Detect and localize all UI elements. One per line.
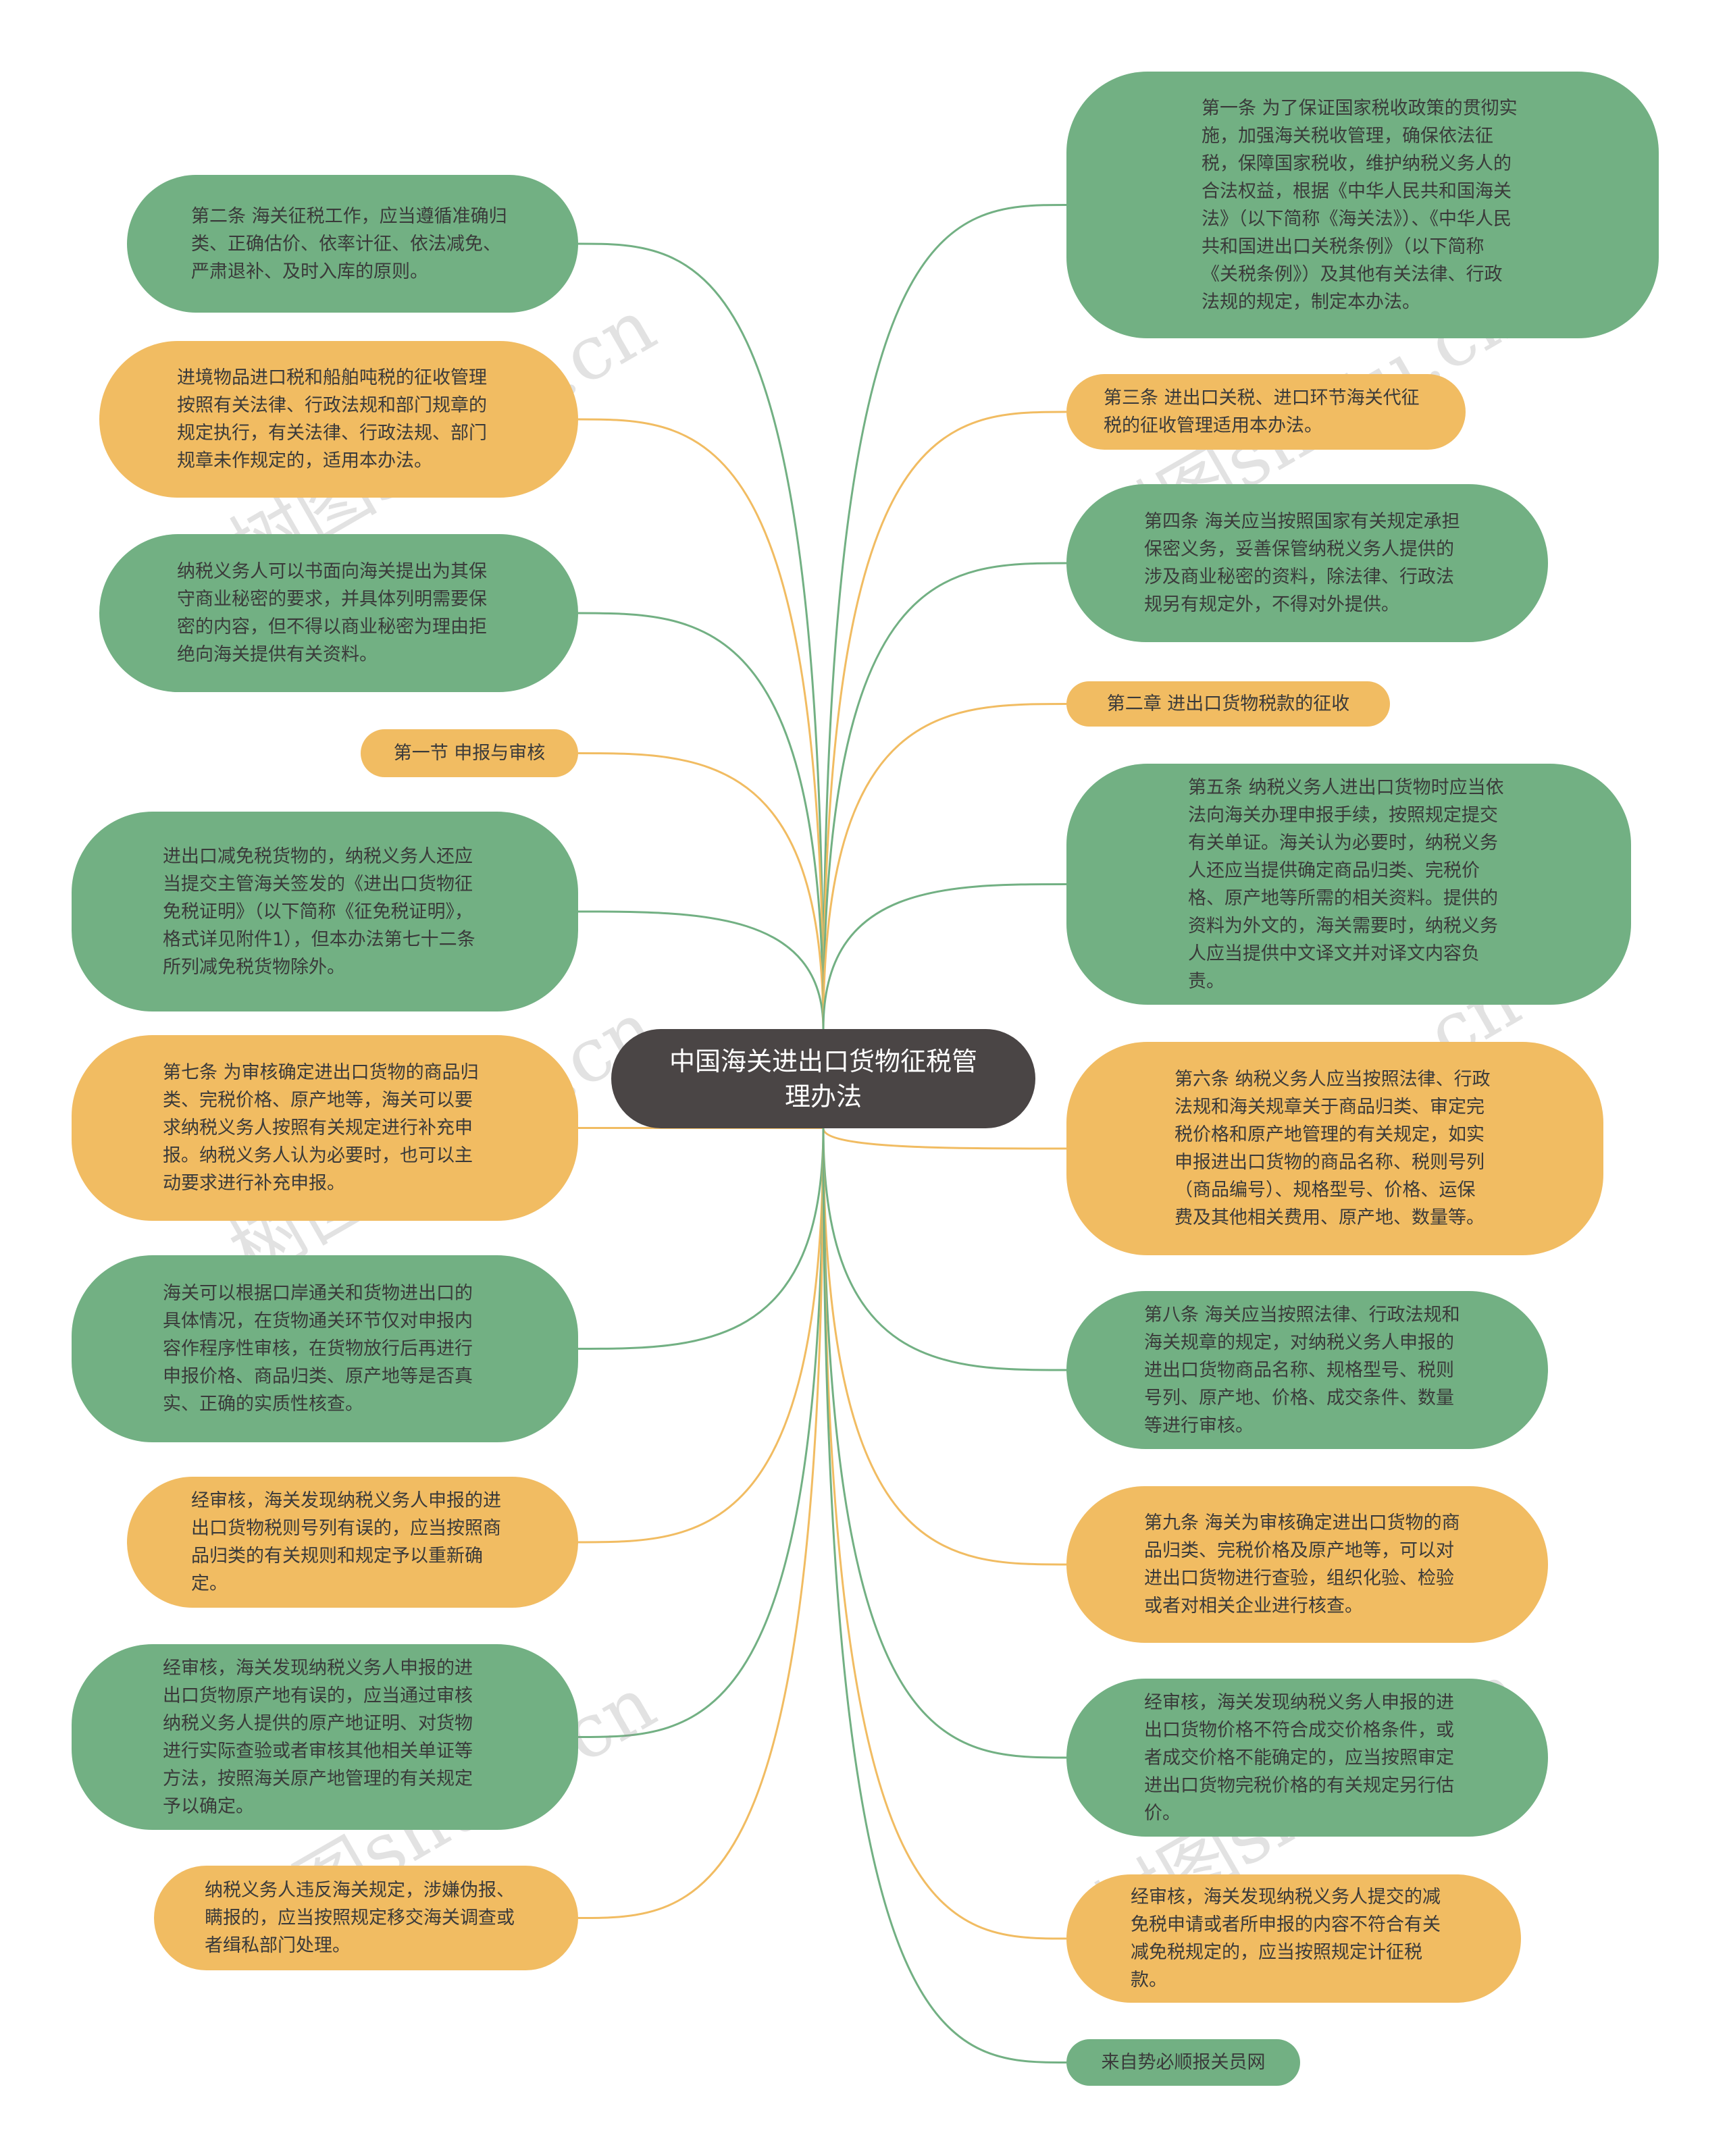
node-text: 第二条 海关征税工作，应当遵循准确归类、正确估价、依率计征、依法减免、严肃退补、… <box>191 205 507 282</box>
connector-line <box>577 242 825 1030</box>
node-text: 海关可以根据口岸通关和货物进出口的具体情况，在货物通关环节仅对申报内容作程序性审… <box>163 1283 473 1415</box>
mindmap-node[interactable]: 第三条 进出口关税、进口环节海关代征税的征收管理适用本办法。 <box>1066 374 1466 450</box>
node-text: 第二章 进出口货物税款的征收 <box>1106 693 1350 714</box>
node-text: 纳税义务人可以书面向海关提出为其保守商业秘密的要求，并具体列明需要保密的内容，但… <box>177 561 487 665</box>
node-text: 第四条 海关应当按照国家有关规定承担保密义务，妥善保管纳税义务人提供的涉及商业秘… <box>1144 511 1460 615</box>
connector-line <box>822 562 1067 1030</box>
mindmap-node[interactable]: 第一节 申报与审核 <box>361 729 578 777</box>
mindmap-node[interactable]: 第二条 海关征税工作，应当遵循准确归类、正确估价、依率计征、依法减免、严肃退补、… <box>127 175 578 313</box>
connector-line <box>577 612 825 1030</box>
connector-line <box>822 1128 1067 2063</box>
connector-line <box>577 752 825 1030</box>
mindmap-node[interactable]: 第七条 为审核确定进出口货物的商品归类、完税价格、原产地等，海关可以要求纳税义务… <box>72 1035 578 1221</box>
mindmap-node[interactable]: 纳税义务人可以书面向海关提出为其保守商业秘密的要求，并具体列明需要保密的内容，但… <box>99 534 578 692</box>
mindmap-node[interactable]: 第八条 海关应当按照法律、行政法规和海关规章的规定，对纳税义务人申报的进出口货物… <box>1066 1291 1548 1449</box>
mindmap-node[interactable]: 经审核，海关发现纳税义务人申报的进出口货物税则号列有误的，应当按照商品归类的有关… <box>127 1477 578 1608</box>
node-text: 第三条 进出口关税、进口环节海关代征税的征收管理适用本办法。 <box>1104 388 1420 436</box>
mindmap-node[interactable]: 经审核，海关发现纳税义务人申报的进出口货物价格不符合成交价格条件，或者成交价格不… <box>1066 1679 1548 1837</box>
connector-line <box>822 1128 1067 1371</box>
node-text: 经审核，海关发现纳税义务人申报的进出口货物税则号列有误的，应当按照商品归类的有关… <box>191 1490 501 1594</box>
connector-line <box>577 1128 825 1919</box>
connector-line <box>822 703 1067 1030</box>
node-text: 经审核，海关发现纳税义务人提交的减免税申请或者所申报的内容不符合有关减免税规定的… <box>1131 1887 1441 1991</box>
connector-line <box>822 1128 1067 1150</box>
mindmap-node[interactable]: 海关可以根据口岸通关和货物进出口的具体情况，在货物通关环节仅对申报内容作程序性审… <box>72 1255 578 1442</box>
mindmap-node[interactable]: 进出口减免税货物的，纳税义务人还应当提交主管海关签发的《进出口货物征免税证明》（… <box>72 812 578 1011</box>
connector-line <box>822 883 1067 1030</box>
root-node[interactable]: 中国海关进出口货物征税管理办法 <box>611 1029 1035 1128</box>
mindmap-node[interactable]: 来自势必顺报关员网 <box>1066 2039 1300 2086</box>
mindmap-node[interactable]: 经审核，海关发现纳税义务人提交的减免税申请或者所申报的内容不符合有关减免税规定的… <box>1066 1874 1521 2003</box>
connector-line <box>822 204 1067 1030</box>
node-text: 进境物品进口税和船舶吨税的征收管理按照有关法律、行政法规和部门规章的规定执行，有… <box>177 367 487 471</box>
mindmap-node[interactable]: 进境物品进口税和船舶吨税的征收管理按照有关法律、行政法规和部门规章的规定执行，有… <box>99 341 578 498</box>
node-text: 经审核，海关发现纳税义务人申报的进出口货物价格不符合成交价格条件，或者成交价格不… <box>1144 1691 1454 1824</box>
node-text: 纳税义务人违反海关规定，涉嫌伪报、瞒报的，应当按照规定移交海关调查或者缉私部门处… <box>205 1880 515 1956</box>
connector-line <box>822 1128 1067 1940</box>
mindmap-node[interactable]: 第九条 海关为审核确定进出口货物的商品归类、完税价格及原产地等，可以对进出口货物… <box>1066 1486 1548 1643</box>
mindmap-node[interactable]: 第六条 纳税义务人应当按照法律、行政法规和海关规章关于商品归类、审定完税价格和原… <box>1066 1042 1603 1255</box>
connector-line <box>822 1128 1067 1566</box>
mindmap-node[interactable]: 第二章 进出口货物税款的征收 <box>1066 681 1390 727</box>
connector-line <box>577 418 825 1030</box>
connector-line <box>822 411 1067 1030</box>
mindmap-node[interactable]: 第四条 海关应当按照国家有关规定承担保密义务，妥善保管纳税义务人提供的涉及商业秘… <box>1066 484 1548 642</box>
mindmap-node[interactable]: 经审核，海关发现纳税义务人申报的进出口货物原产地有误的，应当通过审核纳税义务人提… <box>72 1644 578 1830</box>
mindmap-node[interactable]: 第五条 纳税义务人进出口货物时应当依法向海关办理申报手续，按照规定提交有关单证。… <box>1066 764 1631 1005</box>
mindmap-node[interactable]: 第一条 为了保证国家税收政策的贯彻实施，加强海关税收管理，确保依法征税，保障国家… <box>1066 72 1659 338</box>
node-text: 第八条 海关应当按照法律、行政法规和海关规章的规定，对纳税义务人申报的进出口货物… <box>1144 1304 1460 1436</box>
connector-line <box>577 1128 825 1350</box>
mindmap-node[interactable]: 纳税义务人违反海关规定，涉嫌伪报、瞒报的，应当按照规定移交海关调查或者缉私部门处… <box>154 1866 578 1970</box>
node-text: 第五条 纳税义务人进出口货物时应当依法向海关办理申报手续，按照规定提交有关单证。… <box>1188 777 1504 992</box>
node-text: 第一节 申报与审核 <box>393 743 546 764</box>
node-text: 第七条 为审核确定进出口货物的商品归类、完税价格、原产地等，海关可以要求纳税义务… <box>163 1062 479 1194</box>
node-text: 第九条 海关为审核确定进出口货物的商品归类、完税价格及原产地等，可以对进出口货物… <box>1144 1513 1460 1616</box>
connector-line <box>577 1128 825 1544</box>
node-text: 来自势必顺报关员网 <box>1101 2052 1266 2073</box>
root-title: 中国海关进出口货物征税管理办法 <box>669 1046 977 1111</box>
node-text: 第六条 纳税义务人应当按照法律、行政法规和海关规章关于商品归类、审定完税价格和原… <box>1175 1069 1491 1228</box>
node-text: 经审核，海关发现纳税义务人申报的进出口货物原产地有误的，应当通过审核纳税义务人提… <box>163 1657 473 1817</box>
node-text: 进出口减免税货物的，纳税义务人还应当提交主管海关签发的《进出口货物征免税证明》（… <box>163 845 475 978</box>
node-text: 第一条 为了保证国家税收政策的贯彻实施，加强海关税收管理，确保依法征税，保障国家… <box>1202 97 1518 313</box>
connector-line <box>577 1128 825 1738</box>
connector-line <box>822 1128 1067 1759</box>
connector-line <box>577 910 825 1030</box>
